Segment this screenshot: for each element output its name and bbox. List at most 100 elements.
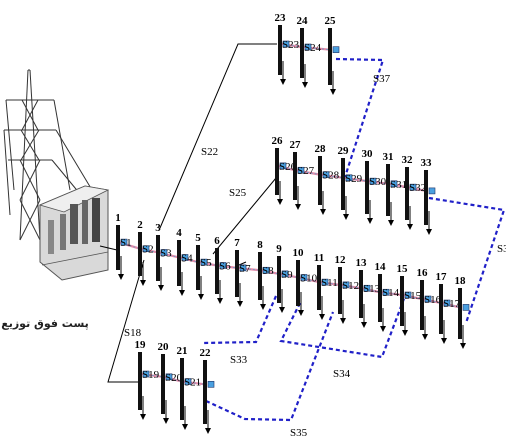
line-segment-overlay [406,186,427,192]
switch-label: S23 [282,39,300,51]
bus-number: 32 [402,154,414,166]
switch-label: S9 [281,269,293,281]
line-segment-overlay [162,376,183,382]
switch-icon [262,266,270,274]
line-segment-overlay [421,298,442,304]
bus-number: 19 [135,339,147,351]
load-arrow-icon [140,280,146,286]
bus-number: 2 [137,219,143,231]
switch-label: S29 [345,173,363,185]
busbar [296,260,300,306]
switch-label: S1 [120,237,132,249]
load-arrow-icon [280,79,286,85]
busbar [203,360,207,424]
switch-icon [409,183,417,191]
switch-icon [390,180,398,188]
tie-line-s37 [335,57,385,181]
busbar [196,245,200,290]
load-arrow-icon [367,218,373,224]
busbar [138,232,142,276]
switch-icon [279,162,287,170]
switch-label: S11 [321,277,338,289]
switch-icon [332,46,340,53]
switch-label: S12 [342,280,359,292]
switch-icon [345,174,353,182]
line-segment-overlay [318,281,341,286]
bus-number: 27 [290,139,302,151]
load-arrow-icon [460,343,466,349]
switch-icon [200,258,208,266]
bus-number: 21 [177,345,188,357]
bus-5: 5S5 [195,232,212,300]
bus-25: 25 [325,15,340,95]
bus-number: 22 [200,347,212,359]
switch-label: S5 [200,257,212,269]
switch-label: S27 [297,165,315,177]
line-label-s18: S18 [124,327,142,339]
tie-line-s36 [428,196,506,324]
busbar [180,358,184,420]
load-arrow-icon [163,418,169,424]
busbar [293,152,297,200]
bus-number: 25 [325,15,337,27]
switch-icon [120,238,128,246]
switch-label: S31 [390,179,407,191]
switch-icon [207,381,215,388]
busbar [156,235,160,281]
busbar [275,148,279,195]
bus-number: 23 [275,12,287,24]
switch-label: S13 [363,283,381,295]
bus-number: 16 [417,267,429,279]
switch-icon [321,278,329,286]
switch-icon [428,187,436,195]
busbar [405,167,409,220]
line-segment-overlay [387,183,408,188]
switch-icon [424,295,432,303]
line-segment-overlay [197,261,218,266]
load-arrow-icon [158,285,164,291]
switch-icon [282,40,290,48]
switch-label: S4 [181,252,193,264]
load-arrow-icon [298,310,304,316]
switch-icon [281,270,289,278]
load-arrow-icon [182,424,188,430]
tie-line-s33 [202,295,278,345]
line-label-s22: S22 [201,146,218,158]
transmission-tower-icon [3,69,96,241]
switch-label: S7 [239,263,251,275]
switch-label: S15 [404,290,422,302]
busbar [386,164,390,216]
switch-icon [297,166,305,174]
switch-icon [462,304,470,311]
switch-label: S24 [304,42,322,54]
bus-number: 7 [234,237,240,249]
load-arrow-icon [319,314,325,320]
switch-icon [181,254,189,261]
load-arrow-icon [343,214,349,220]
switch-label: S30 [369,176,387,188]
switch-label: S6 [219,260,231,272]
bus-number: 29 [338,145,350,157]
switch-icon [219,262,227,269]
bus-22: 22 [200,347,215,434]
switch-icon [363,284,371,292]
bus-number: 9 [276,243,282,255]
bus-number: 24 [297,15,309,27]
bus-3: 3S3 [155,222,172,291]
load-arrow-icon [179,290,185,296]
busbar [235,250,239,297]
bus-number: 31 [383,151,394,163]
bus-number: 14 [375,261,387,273]
switch-icon [184,378,192,385]
load-arrow-icon [205,428,211,434]
switch-label: S17 [443,298,461,310]
